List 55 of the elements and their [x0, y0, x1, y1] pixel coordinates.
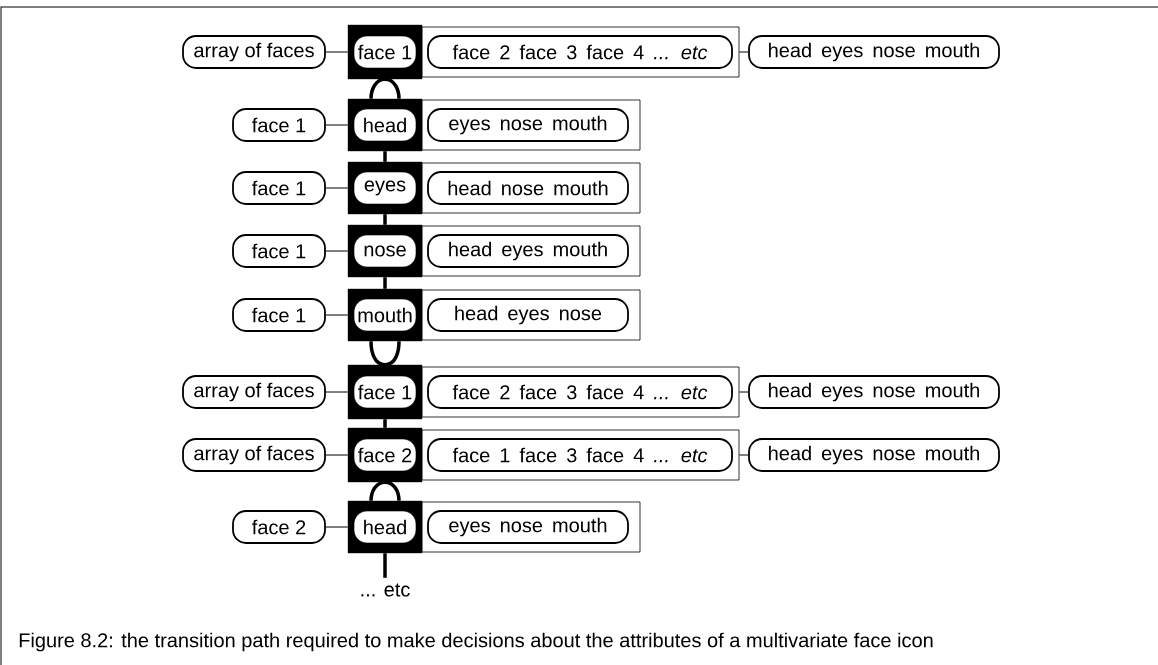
transition-line — [383, 214, 387, 225]
connector-line — [325, 454, 349, 456]
options-pill: face 2 face 3 face 4 ... etc — [427, 35, 733, 69]
connector-line — [325, 250, 349, 252]
options-frame — [421, 26, 740, 78]
selected-pill: face 1 — [353, 375, 417, 409]
selected-pill: face 2 — [353, 438, 417, 472]
attributes-pill: head eyes nose mouth — [748, 35, 1000, 69]
options-pill: eyes nose mouth — [427, 510, 629, 544]
context-pill: array of faces — [182, 375, 326, 409]
options-frame — [421, 501, 641, 553]
options-frame — [421, 429, 740, 481]
context-pill: face 1 — [232, 108, 326, 142]
connector-line — [325, 124, 349, 126]
options-frame — [421, 289, 641, 341]
attributes-pill: head eyes nose mouth — [748, 375, 1000, 409]
connector-line — [738, 51, 749, 53]
context-pill: face 1 — [232, 171, 326, 205]
selected-pill: face 1 — [353, 35, 417, 69]
options-pill: head eyes nose — [427, 298, 629, 332]
options-frame — [421, 162, 641, 214]
attributes-pill: head eyes nose mouth — [748, 438, 1000, 472]
connector-line — [325, 391, 349, 393]
connector-line — [325, 51, 349, 53]
options-pill: head nose mouth — [427, 171, 629, 205]
options-pill: eyes nose mouth — [427, 108, 629, 142]
options-pill: head eyes mouth — [427, 234, 629, 268]
connector-line — [738, 391, 749, 393]
transition-line — [383, 419, 387, 428]
context-pill: array of faces — [182, 35, 326, 69]
options-pill: face 1 face 3 face 4 ... etc — [427, 438, 733, 472]
selected-pill: mouth — [353, 298, 417, 332]
transition-line — [369, 480, 401, 503]
options-frame — [421, 366, 740, 418]
selected-pill: nose — [353, 234, 417, 268]
selected-pill: eyes — [353, 171, 417, 205]
caption: Figure 8.2: the transition path required to make decisions about the attributes of a multivariate face icon — [19, 632, 933, 652]
connector-line — [325, 314, 349, 316]
transition-line — [383, 151, 387, 162]
context-pill: array of faces — [182, 438, 326, 472]
transition-line — [383, 277, 387, 289]
context-pill: face 1 — [232, 298, 326, 332]
connector-line — [325, 526, 349, 528]
context-pill: face 1 — [232, 234, 326, 268]
connector-line — [325, 187, 349, 189]
context-pill: face 2 — [232, 510, 326, 544]
options-frame — [421, 99, 641, 151]
transition-line — [369, 77, 401, 101]
continuation-text: ... etc — [361, 583, 410, 597]
connector-line — [738, 454, 749, 456]
options-frame — [421, 225, 641, 277]
selected-pill: head — [353, 510, 417, 544]
transition-line — [383, 553, 387, 578]
options-pill: face 2 face 3 face 4 ... etc — [427, 375, 733, 409]
selected-pill: head — [353, 108, 417, 142]
